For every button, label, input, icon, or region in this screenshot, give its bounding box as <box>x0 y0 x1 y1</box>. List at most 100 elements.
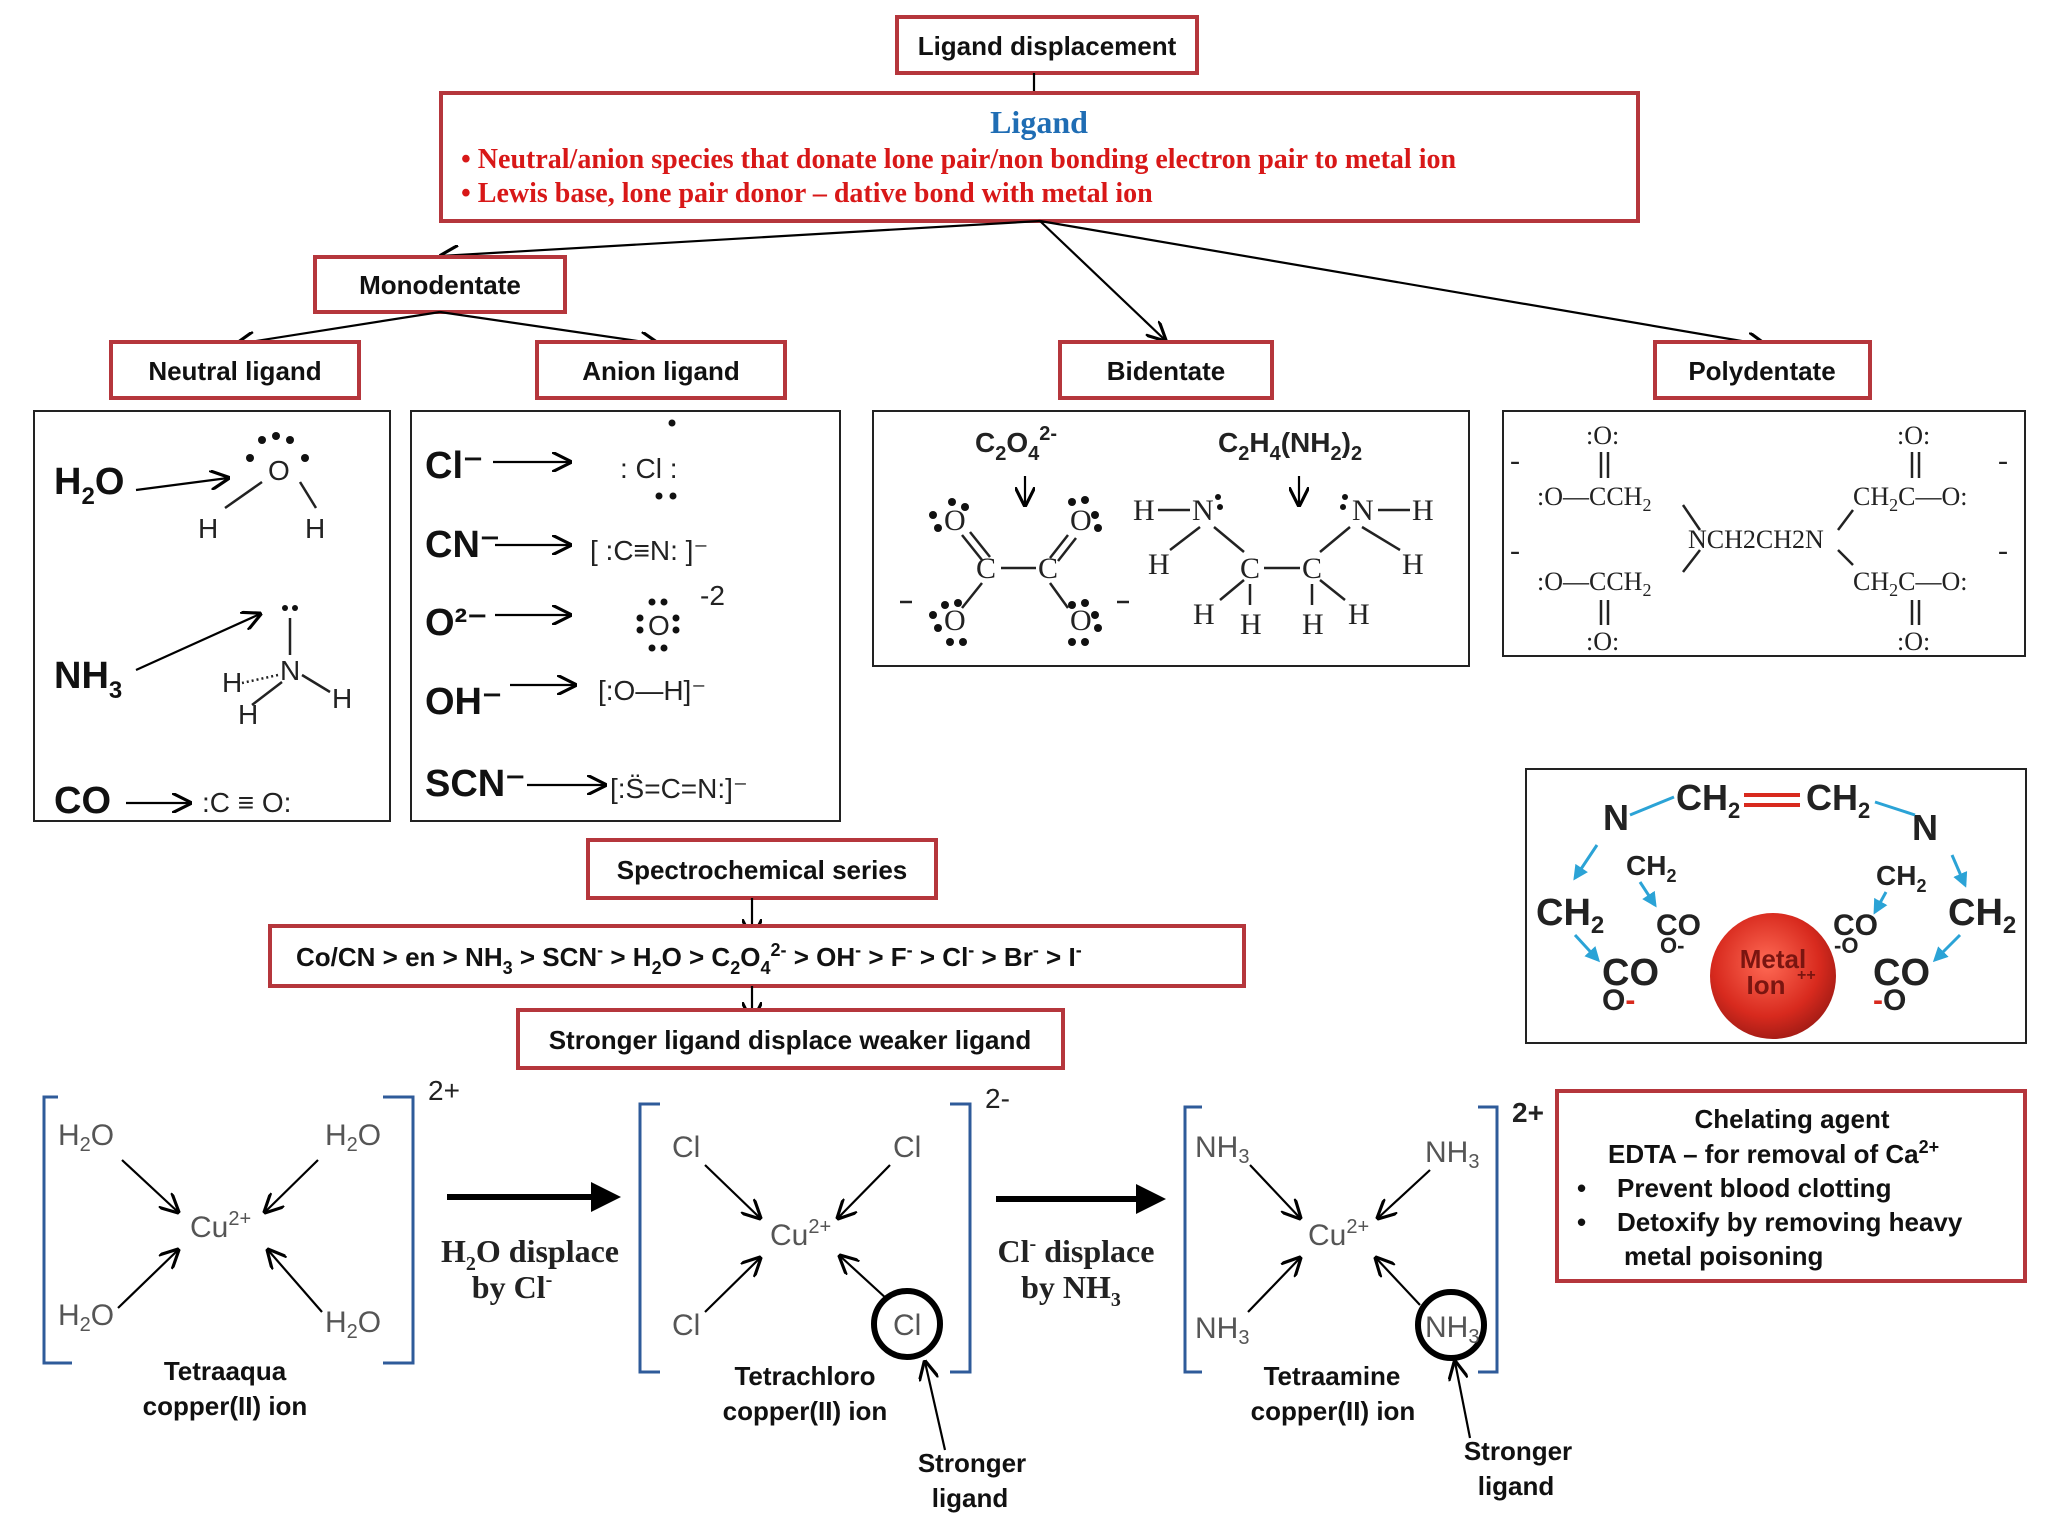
svg-text:H: H <box>1133 494 1155 527</box>
svg-text:H2O: H2O <box>58 1299 114 1336</box>
svg-text:CO: CO <box>1833 909 1878 942</box>
svg-text:Cl: Cl <box>893 1131 921 1164</box>
monodentate-label: Monodentate <box>359 270 521 300</box>
ion-label: Ion <box>1747 970 1786 1000</box>
svg-text:H: H <box>332 683 352 714</box>
oxide-structure: O <box>648 610 670 641</box>
chelating-agent-node: Chelating agent EDTA – for removal of Ca… <box>1555 1089 2027 1283</box>
svg-text:CO: CO <box>1873 952 1930 994</box>
spectro-label-node: Spectrochemical series <box>586 838 938 900</box>
displace-label-2: Cl- displace by NH3 <box>998 1233 1155 1311</box>
monodentate-node: Monodentate <box>313 255 567 314</box>
chelating-title: Chelating agent <box>1694 1104 1889 1134</box>
complex-2-name-2: copper(II) ion <box>723 1396 888 1426</box>
chloride-structure: : Cl : <box>620 453 678 484</box>
svg-text:Cl: Cl <box>672 1131 700 1164</box>
stronger-1-line1: Stronger <box>918 1448 1026 1478</box>
svg-text:-: - <box>1510 534 1520 567</box>
svg-text:N: N <box>1603 797 1629 838</box>
svg-text:Cl- displace: Cl- displace <box>998 1233 1155 1269</box>
svg-text::O:: :O: <box>1897 627 1930 656</box>
svg-text:H2O: H2O <box>325 1306 381 1343</box>
svg-text:CH2C—O:: CH2C—O: <box>1853 482 1967 515</box>
svg-text:H: H <box>238 699 258 730</box>
metal-ion-sphere <box>1710 913 1836 1039</box>
svg-text:-O: -O <box>1834 933 1858 958</box>
metal-label: Metal <box>1740 944 1806 974</box>
svg-text:H: H <box>198 513 218 544</box>
chelating-item-3: metal poisoning <box>1624 1241 1823 1271</box>
ligand-definition-node: Ligand • Neutral/anion species that dona… <box>439 91 1640 223</box>
svg-text:•: • <box>1577 1173 1586 1203</box>
cyanide-structure: [ :C≡N: ]⁻ <box>590 535 708 566</box>
charge-2: 2- <box>985 1083 1010 1114</box>
svg-text:CH2C—O:: CH2C—O: <box>1853 567 1967 600</box>
complex-1-name-2: copper(II) ion <box>143 1391 308 1421</box>
chelating-item-2: Detoxify by removing heavy <box>1617 1207 1963 1237</box>
displace-label-1: H2O displace by Cl- <box>441 1233 619 1305</box>
svg-text:by NH3: by NH3 <box>1021 1269 1121 1311</box>
svg-text:C: C <box>1240 552 1260 585</box>
cu-center-1: Cu2+ <box>190 1208 251 1244</box>
svg-text:H: H <box>1348 598 1370 631</box>
svg-text:CO: CO <box>1656 909 1701 942</box>
neutral-ligand-panel: H2O O H H NH3 N H H H CO :C ≡ O: <box>33 410 391 822</box>
stronger-circle-2 <box>1415 1289 1487 1361</box>
svg-text:NH3: NH3 <box>1425 1136 1479 1173</box>
svg-text:NH3: NH3 <box>1195 1131 1249 1168</box>
svg-text:-O: -O <box>1873 984 1906 1017</box>
water-structure: O <box>268 455 290 486</box>
ligand-bullet-2: • Lewis base, lone pair donor – dative b… <box>461 178 1153 209</box>
svg-text:O-: O- <box>1660 933 1684 958</box>
bidentate-panel: C2O42- C2H4(NH2)2 O O C C O O H N H C C <box>872 410 1470 667</box>
title-node: Ligand displacement <box>895 15 1199 75</box>
svg-text:Cl: Cl <box>893 1309 921 1342</box>
title-text: Ligand displacement <box>918 31 1177 61</box>
svg-text:-: - <box>1510 444 1520 477</box>
conclusion-text: Stronger ligand displace weaker ligand <box>549 1025 1032 1055</box>
stronger-2-line1: Stronger <box>1464 1436 1572 1466</box>
svg-text::O—CCH2: :O—CCH2 <box>1537 482 1651 515</box>
svg-text:O: O <box>1070 604 1092 637</box>
svg-text:CH2: CH2 <box>1676 777 1740 823</box>
svg-text::O:: :O: <box>1586 421 1619 450</box>
spectro-series-node: Co/CN > en > NH3 > SCN- > H2O > C2O42- >… <box>268 924 1246 988</box>
chelate-diagram: N CH2 CH2 N CH2 CH2 CH2 CH2 CO O- CO -O … <box>1525 768 2027 1044</box>
anion-5: SCN⁻ <box>425 763 525 805</box>
svg-text:H: H <box>305 513 325 544</box>
anion-ligand-node: Anion ligand <box>535 340 787 400</box>
svg-text:N: N <box>1912 807 1938 848</box>
ligand-bullet-1: • Neutral/anion species that donate lone… <box>461 144 1456 175</box>
complex-1-name-1: Tetraaqua <box>164 1356 287 1386</box>
complex-3-name-2: copper(II) ion <box>1251 1396 1416 1426</box>
hydroxide-structure: [:O—H]⁻ <box>598 675 706 706</box>
svg-text:C: C <box>1302 552 1322 585</box>
svg-text:H: H <box>1412 494 1434 527</box>
polydentate-panel: :O: :O—CCH2 - NCH2CH2N :O—CCH2 - :O: :O:… <box>1502 410 2026 657</box>
svg-text::O:: :O: <box>1897 421 1930 450</box>
svg-text:O: O <box>944 504 966 537</box>
svg-text:NH3: NH3 <box>1195 1312 1249 1349</box>
svg-text:Cl: Cl <box>672 1309 700 1342</box>
complex-2-name-1: Tetrachloro <box>734 1361 875 1391</box>
co-formula: CO <box>54 780 111 822</box>
svg-text:O-: O- <box>1602 984 1635 1017</box>
ligand-heading: Ligand <box>990 104 1088 140</box>
svg-text:O: O <box>944 604 966 637</box>
bidentate-label: Bidentate <box>1107 356 1225 386</box>
anion-4: OH⁻ <box>425 681 502 723</box>
svg-text:•: • <box>1577 1207 1586 1237</box>
svg-text::O—CCH2: :O—CCH2 <box>1537 567 1651 600</box>
svg-text:H: H <box>222 667 242 698</box>
complex-3-name-1: Tetraamine <box>1264 1361 1401 1391</box>
neutral-ligand-node: Neutral ligand <box>109 340 361 400</box>
svg-text:NH3: NH3 <box>1425 1311 1479 1348</box>
svg-text:-: - <box>1998 534 2008 567</box>
charge-3: 2+ <box>1512 1097 1544 1128</box>
svg-text:H2O: H2O <box>325 1119 381 1156</box>
svg-text:N: N <box>1192 494 1214 527</box>
bidentate-node: Bidentate <box>1058 340 1274 400</box>
complex-tetrachloro: 2- Cl Cl Cl Cu2+ Cl Tetrachloro copper(I… <box>638 1083 1026 1513</box>
svg-text:O: O <box>1070 504 1092 537</box>
anion-2: CN⁻ <box>425 524 500 566</box>
